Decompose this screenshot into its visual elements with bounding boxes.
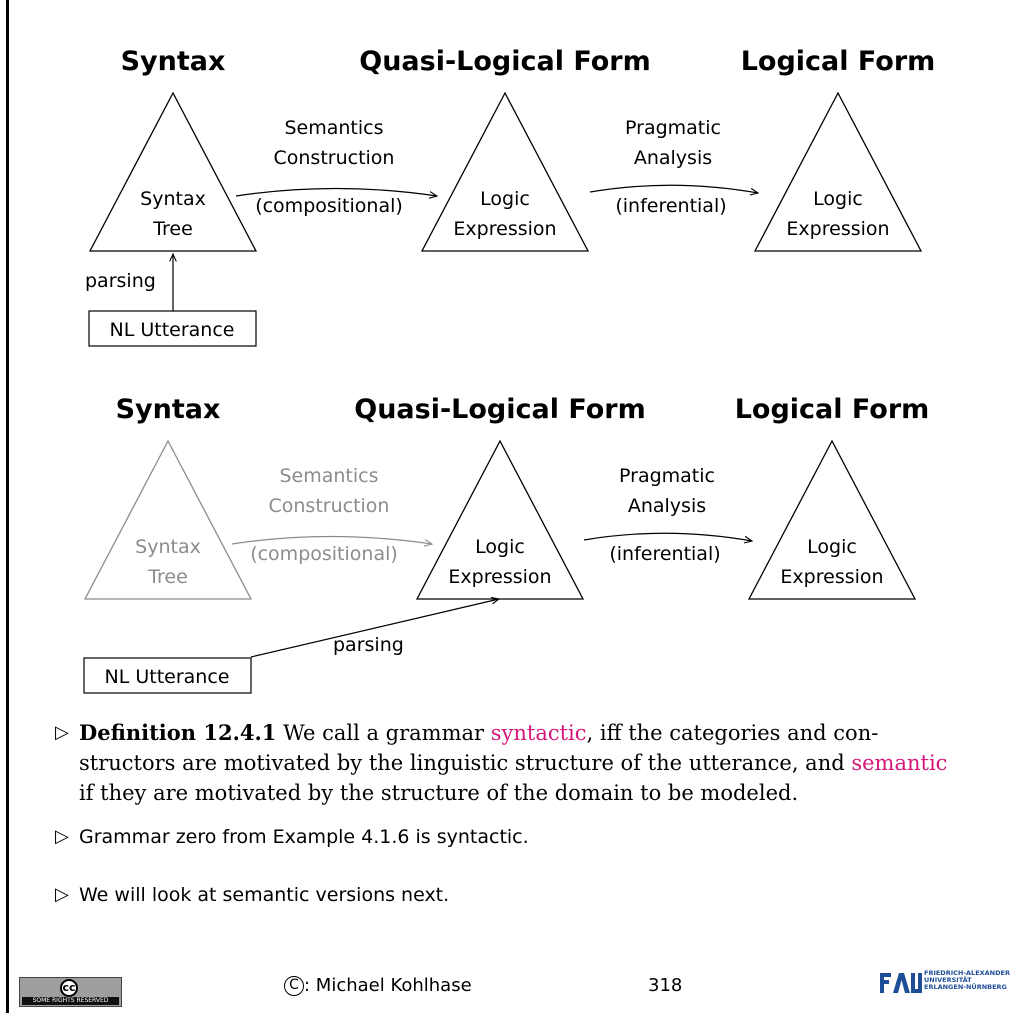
top-utterance-label: NL Utterance [110, 319, 235, 341]
cc-badge-text: SOME RIGHTS RESERVED [22, 997, 119, 1005]
definition-bullet: ▷ Definition 12.4.1 We call a grammar sy… [55, 718, 949, 808]
top-syntax-tree-line2: Tree [152, 218, 193, 240]
top-lf-triangle [753, 91, 923, 252]
creative-commons-badge[interactable]: cc SOME RIGHTS RESERVED [19, 977, 122, 1007]
fau-text-line3: ERLANGEN-NÜRNBERG [924, 983, 1007, 991]
bottom-arrow2-paren: (inferential) [609, 543, 720, 565]
bottom-arrow2-label-line2: Analysis [628, 495, 706, 517]
top-qlf-expr-line2: Expression [453, 218, 556, 240]
bottom-pragmatic-arrow [583, 532, 752, 541]
top-qlf-triangle [420, 91, 590, 252]
nlu-pipeline-diagrams: Syntax Quasi-Logical Form Logical Form S… [83, 46, 936, 694]
slide-footer: cc SOME RIGHTS RESERVED C: Michael Kohlh… [0, 965, 1021, 1013]
bottom-arrow2-label-line1: Pragmatic [619, 465, 715, 487]
top-lf-expr-line1: Logic [813, 188, 863, 210]
bullet-grammar-zero: ▷ Grammar zero from Example 4.1.6 is syn… [55, 822, 949, 852]
fau-logo-mark-icon [880, 973, 922, 993]
fau-logo: FRIEDRICH-ALEXANDER UNIVERSITÄT ERLANGEN… [878, 965, 1010, 999]
bullet-grammar-zero-text: Grammar zero from Example 4.1.6 is synta… [79, 826, 529, 848]
bottom-utterance-label: NL Utterance [105, 666, 230, 688]
author-name: : Michael Kohlhase [304, 975, 472, 996]
top-syntax-tree-line1: Syntax [140, 188, 206, 210]
term-syntactic: syntactic [490, 721, 587, 745]
top-lf-expr-line2: Expression [786, 218, 889, 240]
bottom-semantics-arrow-faded [231, 535, 432, 545]
top-qlf-expr-line1: Logic [480, 188, 530, 210]
bullet-triangle-icon: ▷ [55, 884, 69, 905]
bottom-syntax-tree-line2: Tree [147, 566, 188, 588]
cc-icon: cc [60, 979, 78, 997]
top-arrow1-label-line1: Semantics [284, 117, 383, 139]
bottom-arrow1-label-line1: Semantics [279, 465, 378, 487]
page-number: 318 [648, 975, 683, 996]
left-margin-rule [6, 0, 9, 1013]
bullet-semantic-versions-text: We will look at semantic versions next. [79, 884, 450, 906]
bottom-diagram: Syntax Quasi-Logical Form Logical Form S… [83, 394, 930, 694]
bullet-semantic-versions: ▷ We will look at semantic versions next… [55, 880, 949, 910]
top-arrow2-label-line1: Pragmatic [625, 117, 721, 139]
definition-text-part3: if they are motivated by the structure o… [79, 781, 799, 805]
bottom-qlf-expr-line1: Logic [475, 536, 525, 558]
bottom-utterance-box [83, 657, 252, 694]
top-arrow1-paren: (compositional) [255, 195, 403, 217]
bottom-qlf-expr-line2: Expression [448, 566, 551, 588]
bottom-arrow1-label-line2: Construction [269, 495, 390, 517]
bottom-lf-header: Logical Form [735, 394, 930, 425]
definition-text-part2: , iff the categories and con­structors a… [79, 721, 879, 775]
top-syntax-header: Syntax [121, 46, 226, 77]
top-syntax-triangle [88, 91, 258, 252]
top-lf-header: Logical Form [741, 46, 936, 77]
term-semantic: se­mantic [851, 751, 948, 775]
bullet-triangle-icon: ▷ [55, 826, 69, 847]
bottom-syntax-header: Syntax [116, 394, 221, 425]
fau-text-line1: FRIEDRICH-ALEXANDER [924, 969, 1010, 977]
top-arrow2-label-line2: Analysis [634, 147, 712, 169]
bottom-lf-triangle [747, 439, 917, 600]
bottom-lf-expr-line1: Logic [807, 536, 857, 558]
top-parsing-label: parsing [85, 270, 156, 292]
bottom-syntax-triangle-faded [83, 439, 253, 600]
bullet-triangle-icon: ▷ [55, 722, 69, 743]
top-diagram: Syntax Quasi-Logical Form Logical Form S… [85, 46, 936, 347]
bottom-syntax-tree-line1: Syntax [135, 536, 201, 558]
bottom-parsing-arrow [250, 599, 499, 658]
bottom-lf-expr-line2: Expression [780, 566, 883, 588]
fau-text-line2: UNIVERSITÄT [924, 976, 972, 984]
bottom-qlf-header: Quasi-Logical Form [354, 394, 646, 425]
top-arrow2-paren: (inferential) [615, 195, 726, 217]
copyright-notice: C: Michael Kohlhase [284, 975, 472, 996]
top-pragmatic-arrow [589, 184, 758, 193]
definition-text-part1: We call a grammar [276, 721, 491, 745]
bottom-arrow1-paren: (compositional) [250, 543, 398, 565]
top-arrow1-label-line2: Construction [274, 147, 395, 169]
fau-logo-text: FRIEDRICH-ALEXANDER UNIVERSITÄT ERLANGEN… [924, 970, 1010, 991]
bottom-parsing-label: parsing [333, 634, 404, 656]
top-qlf-header: Quasi-Logical Form [359, 46, 651, 77]
copyright-icon: C [284, 976, 304, 996]
top-semantics-arrow [235, 187, 437, 197]
top-utterance-box [88, 310, 257, 347]
definition-label: Definition 12.4.1 [79, 720, 277, 745]
